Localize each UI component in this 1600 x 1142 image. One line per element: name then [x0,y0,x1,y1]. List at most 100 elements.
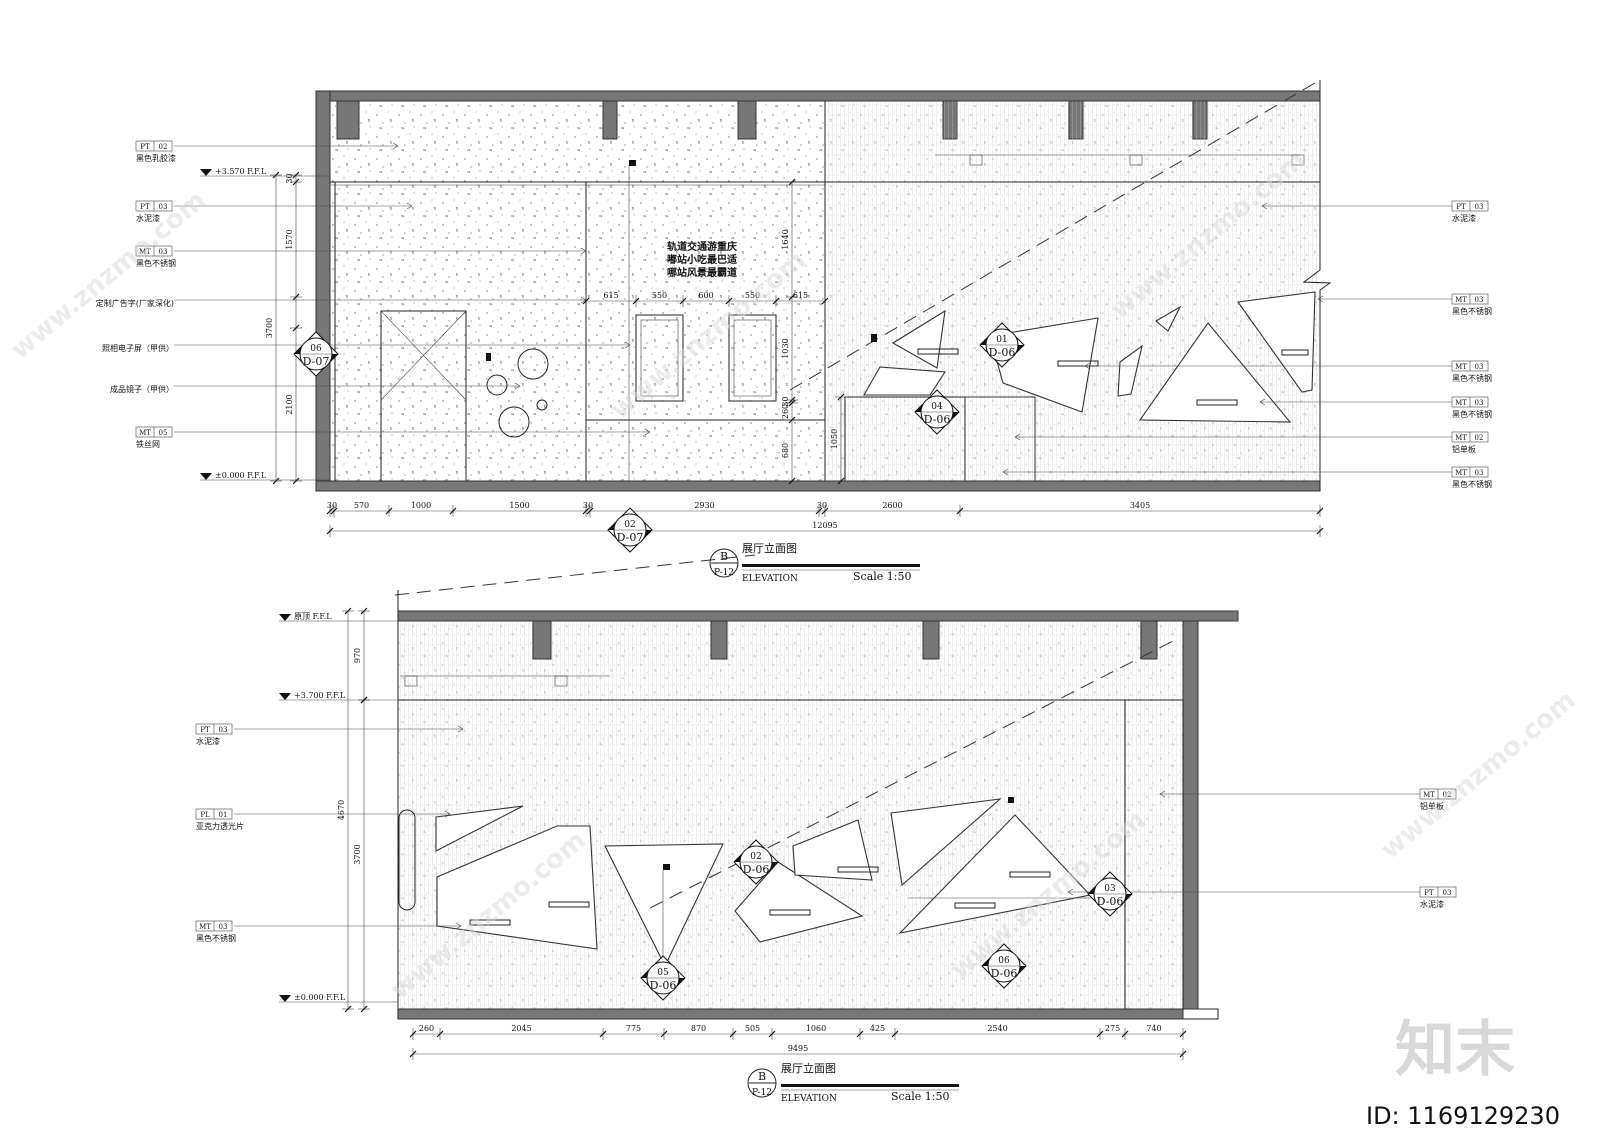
triangle-panel [863,366,946,396]
detail-callout: 06D-06 [981,943,1027,989]
callout-number: 05 [657,968,669,978]
tag-label: 黑色不锈钢 [1452,409,1492,419]
dashed-guide [394,554,756,596]
bottom-title-en: ELEVATION [781,1094,837,1104]
dimension-label: 2045 [511,1024,531,1033]
tag-code: MT [139,429,151,437]
dimension-label: 1570 [285,229,294,249]
tag-number: 03 [1443,889,1452,897]
tag-code: PT [140,203,150,211]
photo-screen [635,314,684,402]
dimension-label: 3405 [1130,501,1150,510]
tag-number: 01 [219,811,228,819]
level-marker: ±0.000 F.F.L [200,471,330,481]
dimension-label: 870 [691,1024,706,1033]
bottom-elevation [394,554,1239,1020]
bottom-vertical-total: 4670 [337,607,354,1013]
tag-label: 照相电子屏（甲供） [102,343,174,353]
dashed-guide [789,79,1321,391]
mirror [728,314,777,402]
tag-code: PT [1424,889,1434,897]
tag-label: 铝单板 [1452,444,1476,454]
level-label: ±0.000 F.F.L [215,471,267,480]
level-marker: ±0.000 F.F.L [279,993,398,1003]
dimension-label: 505 [745,1024,760,1033]
top-total-dimension: 12095 [326,521,1324,537]
dimension-label: 4670 [337,800,346,820]
tag-code: PT [140,143,150,151]
tag-number: 03 [1475,363,1484,371]
bottom-vertical-dims: 970 [353,607,370,704]
bottom-title-block: B P-12 展厅立面图 ELEVATION Scale 1:50 [747,1061,959,1104]
triangle-panel [1237,291,1316,393]
tag-code: MT [1455,399,1467,407]
dimension-label: 275 [1105,1024,1120,1033]
top-left-material-tag: 照相电子屏（甲供） [102,341,631,353]
watermark-site: www.znzmo.com [5,185,211,365]
watermark-id: ID: 1169129230 [1366,1102,1560,1130]
dimension-label: 2100 [285,394,294,414]
dimension-label: 1030 [781,338,790,358]
triangle-panel [435,805,524,852]
counter-vertical-dim: 1050 [830,393,847,485]
triangle-panel [1117,344,1143,397]
triangle-panel [1155,305,1182,332]
dimension-label: 9495 [788,1044,808,1053]
dimension-label: 550 [652,291,667,300]
bottom-title-cn: 展厅立面图 [781,1061,836,1075]
level-label: +3.700 F.F.L [294,691,346,700]
callout-number: 02 [624,520,635,530]
acrylic-strip [398,809,416,911]
dimension-label: 740 [1146,1024,1161,1033]
decor-circle [536,399,548,411]
callout-sheet: D-06 [989,346,1016,359]
decor-circle [517,348,549,380]
tag-label: 铁丝网 [136,439,160,449]
tag-label: 定制广告字(厂家深化) [96,298,174,308]
top-title-cn: 展厅立面图 [742,541,797,555]
bottom-total-dimension: 9495 [409,1044,1187,1060]
tag-number: 05 [159,429,168,437]
detail-callout: 06D-07 [293,331,339,377]
ad-line-2: 嘟站小吃最巴适 [667,253,737,266]
level-label: ±0.000 F.F.L [294,993,346,1002]
triangle-panel [792,819,873,881]
title-symbol-letter: B [758,1070,766,1083]
tag-number: 02 [1443,791,1452,799]
triangle-panel [734,861,864,943]
beam [1140,620,1158,660]
dimension-label: 775 [626,1024,641,1033]
callout-number: 01 [996,335,1007,345]
level-label: 原顶 F.F.L [294,612,332,621]
dimension-label: 615 [603,291,618,300]
tag-number: 03 [1475,296,1484,304]
tag-label: 黑色不锈钢 [196,933,236,943]
tag-label: 黑色不锈钢 [1452,479,1492,489]
tag-code: MT [1455,296,1467,304]
detail-callouts: 06D-0702D-0701D-0604D-0602D-0603D-0605D-… [293,322,1133,1001]
dimension-label: 1640 [781,229,790,249]
callout-sheet: D-06 [991,967,1018,980]
beam [922,620,940,660]
title-symbol-sheet: P-12 [752,1088,772,1098]
dimension-label: 550 [745,291,760,300]
dimension-label: 2600 [882,501,902,510]
beam [710,620,728,660]
top-scale: Scale 1:50 [853,570,911,583]
level-marker: +3.700 F.F.L [279,691,398,701]
dimension-label: 30 [327,501,337,510]
dimension-label: 600 [698,291,713,300]
dimension-label: 3700 [353,844,362,864]
detail-callout: 03D-06 [1087,871,1133,917]
ad-line-3: 哪站风景最霸道 [667,266,737,279]
dimension-label: 12095 [812,521,837,530]
